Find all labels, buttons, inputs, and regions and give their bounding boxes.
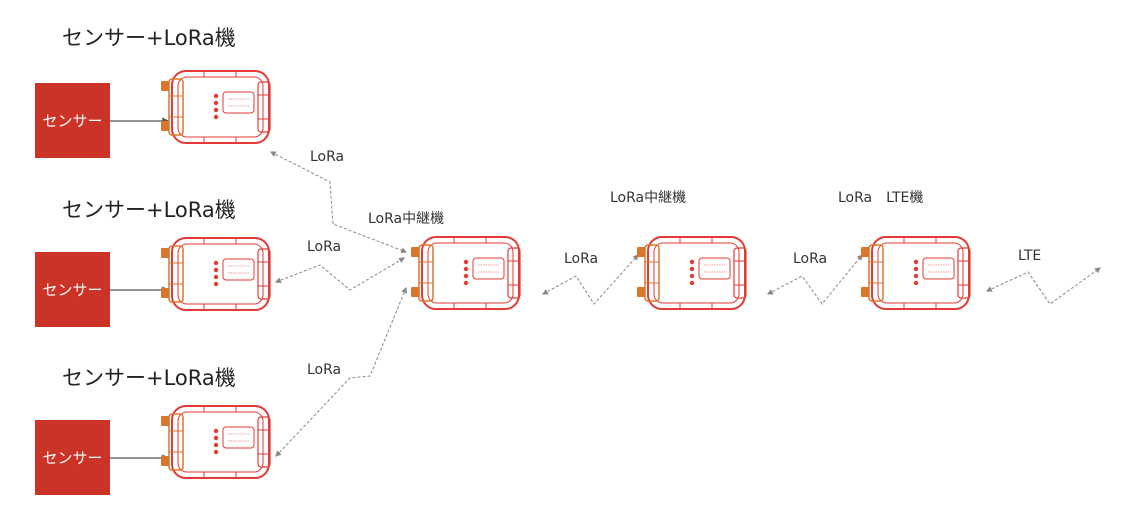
- link-middle-to-relay1: [274, 257, 406, 291]
- group-title-middle: センサー+LoRa機: [62, 198, 236, 222]
- device-relay1: [411, 236, 521, 310]
- device-middle: [161, 237, 271, 311]
- sensor-label: センサー: [42, 449, 103, 467]
- link-relay2-to-gateway: [766, 254, 863, 305]
- device-bottom: [161, 405, 271, 479]
- gateway-label: LoRa LTE機: [838, 190, 924, 206]
- sensor-label: センサー: [42, 112, 103, 130]
- group-title-bottom: センサー+LoRa機: [62, 366, 236, 390]
- link-bottom-to-relay1: [275, 286, 407, 457]
- device-relay2: [637, 236, 747, 310]
- link-relay1-to-relay2: [541, 254, 639, 305]
- link-top-to-relay1: [269, 151, 408, 254]
- sensor-box-middle: センサー: [35, 252, 110, 327]
- device-gateway: [861, 236, 971, 310]
- device-top: [161, 70, 271, 144]
- group-title-top: センサー+LoRa機: [62, 26, 236, 50]
- relay2-label: LoRa中継機: [610, 190, 687, 206]
- link-label-lte: LTE: [1018, 248, 1042, 264]
- sensor-box-bottom: センサー: [35, 420, 110, 495]
- link-lte-uplink: [985, 267, 1101, 305]
- sensor-box-top: センサー: [35, 83, 110, 158]
- sensor-label: センサー: [42, 281, 103, 299]
